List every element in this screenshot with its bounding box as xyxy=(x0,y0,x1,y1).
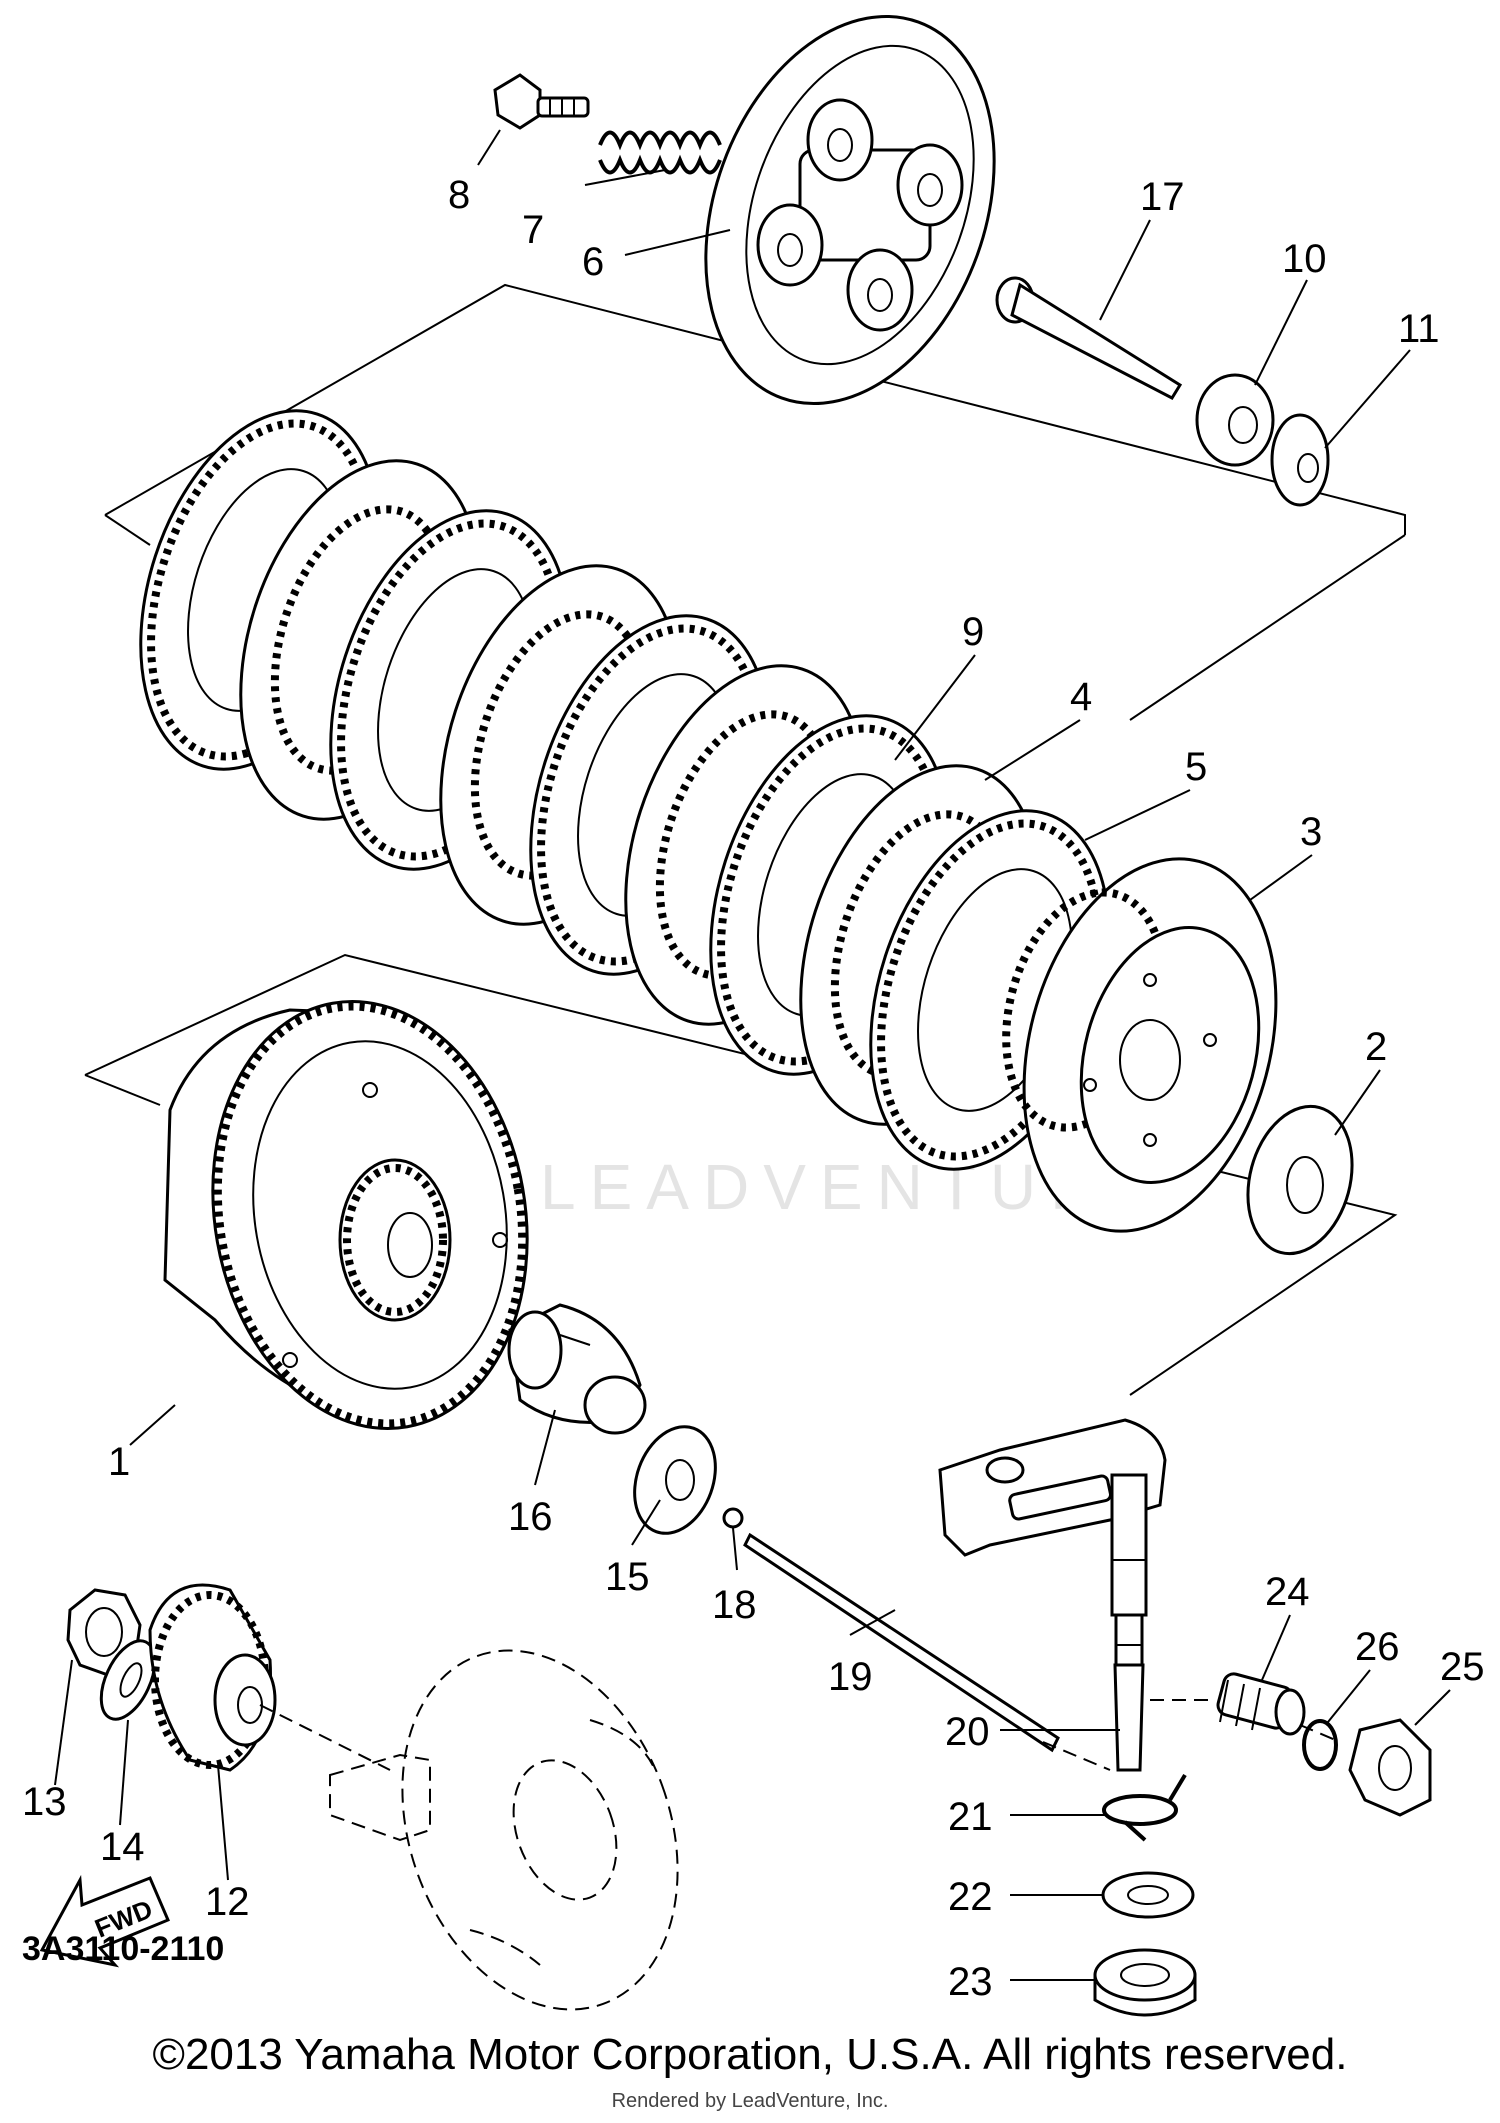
label-part-23: 23 xyxy=(948,1960,993,2004)
part-15-washer xyxy=(633,1425,717,1535)
part-7-spring xyxy=(598,130,722,175)
part-23-oil-seal xyxy=(1093,1948,1197,2017)
label-part-11: 11 xyxy=(1398,307,1440,351)
part-26-o-ring xyxy=(1302,1719,1338,1771)
fwd-arrow-icon: FWD xyxy=(39,1874,170,1968)
part-22-washer xyxy=(1101,1871,1195,1919)
part-25-nut xyxy=(1348,1718,1432,1817)
leader-lines xyxy=(54,129,1451,1981)
label-part-5: 5 xyxy=(1185,745,1207,789)
part-21-spring xyxy=(1102,1773,1187,1842)
label-part-8: 8 xyxy=(448,173,470,217)
label-part-24: 24 xyxy=(1265,1570,1310,1614)
part-8-bolt xyxy=(493,73,590,130)
part-3-clutch-boss xyxy=(1002,857,1278,1233)
label-part-14: 14 xyxy=(100,1825,145,1869)
label-part-26: 26 xyxy=(1355,1625,1400,1669)
label-part-9: 9 xyxy=(962,610,984,654)
plate-group-frame xyxy=(104,283,1406,535)
label-part-7: 7 xyxy=(522,208,544,252)
label-part-10: 10 xyxy=(1282,237,1327,281)
part-19-push-rod-long xyxy=(743,1532,1060,1753)
label-part-12: 12 xyxy=(205,1880,250,1924)
part-6-pressure-plate xyxy=(704,14,996,406)
label-part-21: 21 xyxy=(948,1795,993,1839)
part-17-push-rod xyxy=(995,276,1183,400)
crankshaft-reference xyxy=(259,1649,679,2011)
label-part-6: 6 xyxy=(582,240,604,284)
label-part-16: 16 xyxy=(508,1495,553,1539)
rendered-by-credit: Rendered by LeadVenture, Inc. xyxy=(611,2090,889,2112)
label-part-3: 3 xyxy=(1300,810,1322,854)
part-number-labels: 8 7 6 17 10 11 9 4 5 3 2 1 16 15 18 19 2… xyxy=(22,173,1485,2004)
label-part-4: 4 xyxy=(1070,675,1092,719)
clutch-plate-stack xyxy=(139,409,1111,1171)
part-16-collar xyxy=(507,1303,647,1435)
part-18-ball xyxy=(722,1507,744,1529)
copyright-notice: ©2013 Yamaha Motor Corporation, U.S.A. A… xyxy=(152,2030,1348,2079)
label-part-18: 18 xyxy=(712,1583,757,1627)
label-part-25: 25 xyxy=(1440,1645,1485,1689)
label-part-22: 22 xyxy=(948,1875,993,1919)
part-1-clutch-housing xyxy=(163,1000,529,1430)
label-part-19: 19 xyxy=(828,1655,873,1699)
part-24-adjuster-screw xyxy=(1216,1672,1306,1736)
part-11-washer xyxy=(1270,413,1330,507)
label-part-1: 1 xyxy=(108,1440,130,1484)
label-part-17: 17 xyxy=(1140,175,1185,219)
label-part-13: 13 xyxy=(22,1780,67,1824)
label-part-2: 2 xyxy=(1365,1025,1387,1069)
part-2-thrust-washer xyxy=(1246,1104,1354,1256)
label-part-15: 15 xyxy=(605,1555,650,1599)
part-10-nut xyxy=(1195,373,1275,467)
part-12-primary-drive-gear xyxy=(148,1583,277,1772)
drawing-code: 3A3110-2110 xyxy=(22,1930,225,1968)
part-14-washer xyxy=(99,1639,157,1721)
part-20-push-lever-axle xyxy=(938,1418,1167,1772)
label-part-20: 20 xyxy=(945,1710,990,1754)
